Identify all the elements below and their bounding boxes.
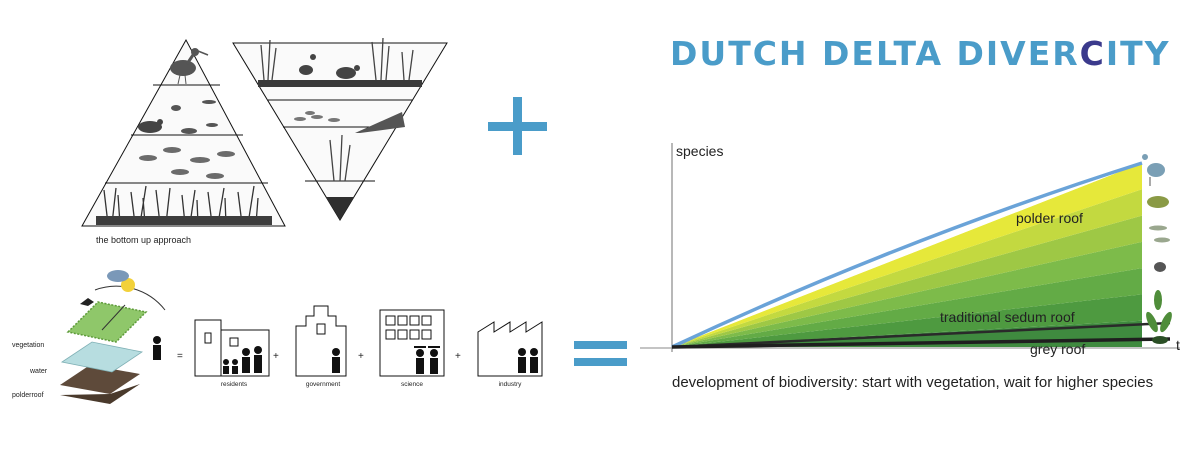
grey-roof-line: [671, 337, 1171, 349]
equals-sign: =: [177, 351, 183, 362]
chart-band: [672, 189, 1142, 347]
bird-icon: [299, 54, 360, 79]
plus-icon: [488, 97, 547, 155]
pyramid-caption: the bottom up approach: [96, 235, 192, 245]
reed-icon: [260, 37, 414, 182]
stakeholder-label-government: government: [305, 381, 341, 388]
weather-icon: [107, 270, 135, 292]
chart-band: [672, 163, 1142, 347]
residents-building: [194, 319, 270, 377]
series-label-polder-roof: polder roof: [1016, 210, 1083, 226]
plant-icon: [1146, 290, 1172, 344]
layer-label-polderroof: polderroof: [12, 392, 44, 399]
plus-sign: +: [455, 351, 461, 362]
industry-building: [477, 321, 543, 377]
soil-layer: [96, 216, 272, 225]
beetle-icon: [1154, 262, 1166, 272]
roof-layers-diagram: [60, 270, 166, 404]
food-pyramid: [81, 38, 286, 227]
bird-icon: [80, 298, 94, 306]
workers-icon: [518, 348, 538, 373]
chart-band: [672, 215, 1142, 347]
chart-band: [672, 268, 1142, 347]
layer-label-vegetation: vegetation: [12, 342, 45, 349]
government-building: [295, 305, 347, 377]
page-title: DUTCH DELTA DIVERCITY: [670, 34, 1171, 73]
stakeholder-label-industry: industry: [498, 381, 522, 388]
layer-label-water: water: [30, 368, 48, 375]
fish-icon: [1149, 225, 1170, 243]
fish-icon: [139, 147, 235, 179]
plus-sign: +: [358, 351, 364, 362]
plus-sign: +: [273, 351, 279, 362]
heron-icon: [170, 48, 209, 85]
insect-icon: [171, 100, 218, 134]
sedum-roof-line: [671, 321, 1171, 349]
person-icon: [153, 336, 161, 360]
chart-xlabel: t: [1176, 337, 1180, 353]
chart-band: [672, 241, 1142, 347]
chart-band: [672, 294, 1142, 347]
heron-icon: [1142, 154, 1165, 186]
stakeholder-label-science: science: [400, 381, 424, 388]
series-label-grey-roof: grey roof: [1030, 341, 1086, 357]
inverted-pyramid: [232, 37, 448, 221]
graduates-icon: [414, 346, 440, 374]
frog-icon: [138, 119, 163, 133]
biodiversity-chart: [640, 143, 1180, 352]
science-building: [379, 309, 445, 377]
stakeholder-label-residents: residents: [220, 381, 248, 388]
fish-icon: [294, 111, 340, 122]
series-label-sedum-roof: traditional sedum roof: [940, 309, 1075, 325]
frog-icon: [1147, 196, 1169, 208]
chart-ylabel: species: [676, 143, 724, 159]
chart-caption: development of biodiversity: start with …: [672, 374, 1154, 391]
equals-icon: [574, 341, 627, 366]
polder-roof-line: [671, 161, 1143, 349]
person-icon: [332, 348, 340, 373]
family-icon: [223, 346, 262, 374]
